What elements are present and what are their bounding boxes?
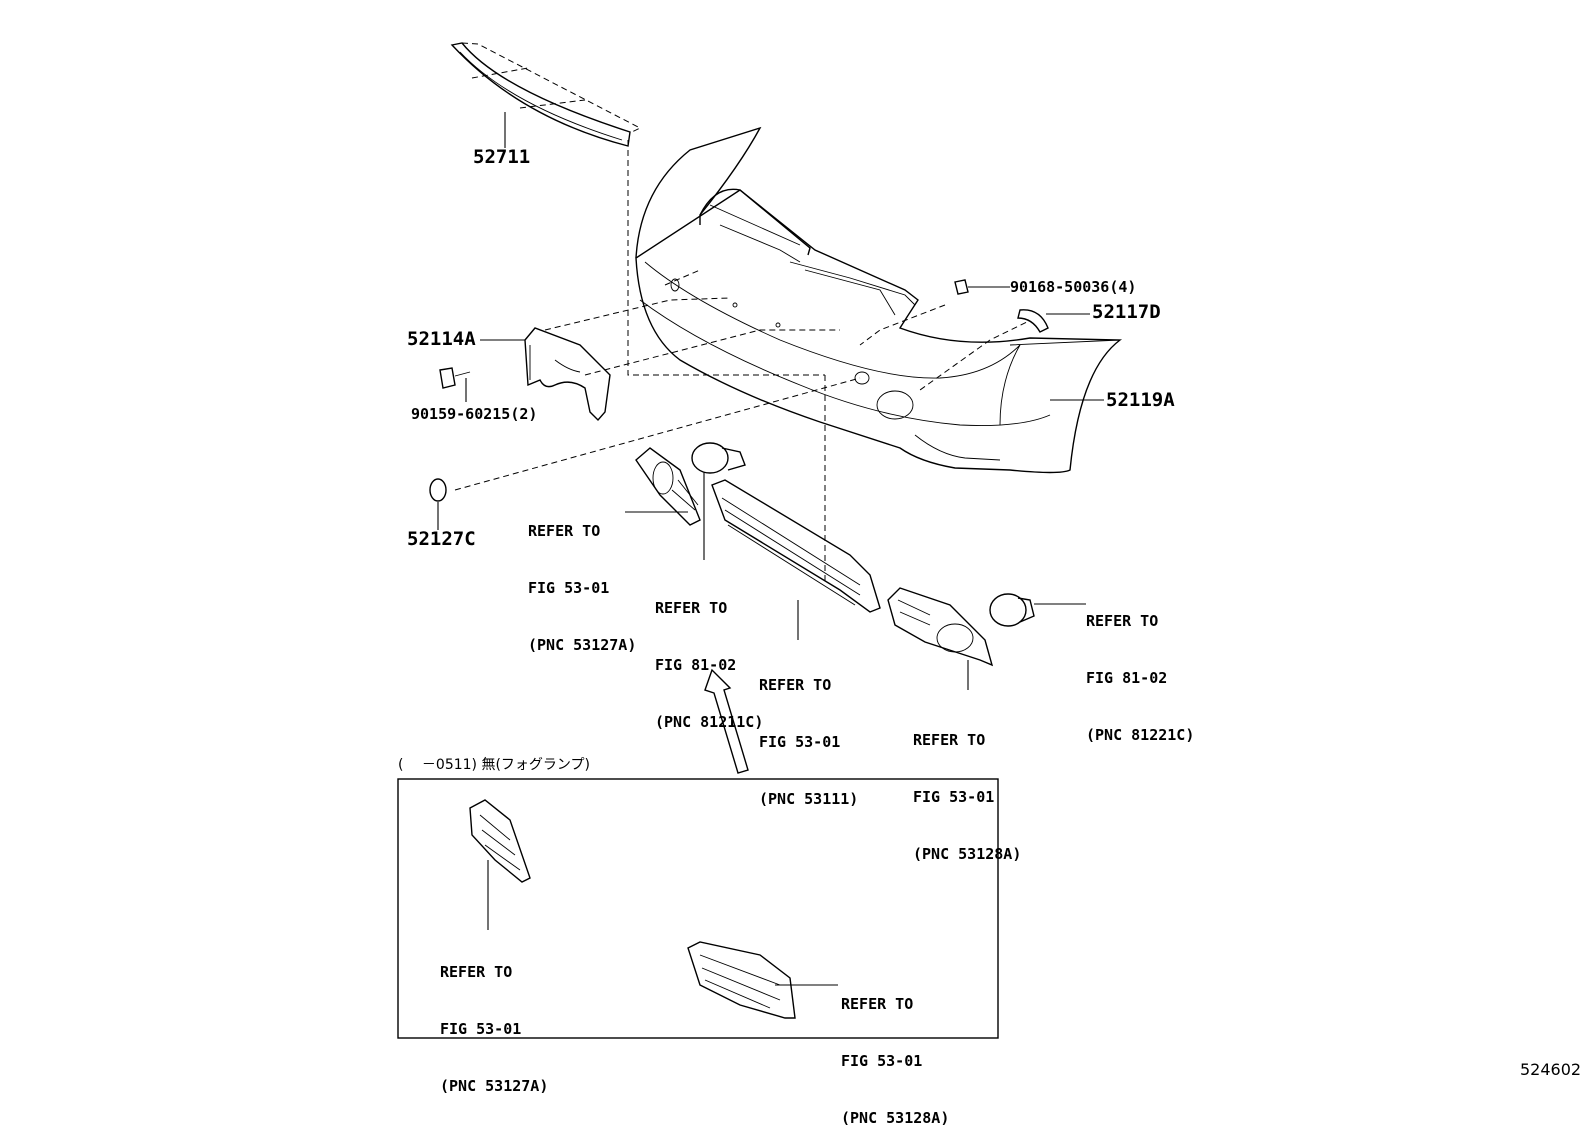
ref-line: (PNC 53127A) <box>440 1077 549 1095</box>
ref-line: (PNC 53128A) <box>841 1109 950 1127</box>
ref-fog-lamp-right: REFER TO FIG 81-02 (PNC 81221C) <box>1086 574 1194 764</box>
inset-ref-left: REFER TO FIG 53-01 (PNC 53127A) <box>440 925 548 1115</box>
retainer-bolt-part <box>954 279 1010 295</box>
fog-lamp-left-part <box>691 442 746 560</box>
part-label-52119a: 52119A <box>1106 389 1175 411</box>
fog-cover-right-part <box>887 587 994 690</box>
bracket-52114a-part <box>480 327 611 422</box>
inset-ref-right: REFER TO FIG 53-01 (PNC 53128A) <box>841 957 949 1147</box>
ref-line: (PNC 53127A) <box>528 636 637 654</box>
lower-grille-part <box>711 479 881 640</box>
ref-line: REFER TO <box>841 995 914 1013</box>
figure-id: 524602 <box>1520 1060 1582 1079</box>
part-label-52127c: 52127C <box>407 528 476 550</box>
ref-line: FIG 53-01 <box>528 579 610 597</box>
inset-title: ( －0511) 無(フォグランプ) <box>398 757 590 773</box>
screw-part <box>439 367 471 402</box>
ref-line: (PNC 53128A) <box>913 845 1022 863</box>
bumper-exploded-diagram <box>397 42 1123 1039</box>
bumper-cover-part <box>635 126 1123 474</box>
fog-cover-left-part <box>625 447 701 526</box>
inset-box <box>397 778 999 1039</box>
cap-part <box>429 478 447 530</box>
ref-fog-cover-right: REFER TO FIG 53-01 (PNC 53128A) <box>913 693 1021 883</box>
cover-52117d-part <box>1017 309 1090 333</box>
part-label-52114a: 52114A <box>407 328 476 350</box>
ref-line: REFER TO <box>913 731 986 749</box>
ref-fog-lamp-left: REFER TO FIG 81-02 (PNC 81211C) <box>655 561 763 751</box>
part-label-90168-50036: 90168-50036(4) <box>1010 278 1137 296</box>
ref-line: REFER TO <box>528 522 601 540</box>
alignment-lines <box>454 140 1036 585</box>
ref-line: REFER TO <box>440 963 513 981</box>
ref-line: (PNC 53111) <box>759 790 859 808</box>
ref-line: FIG 81-02 <box>655 656 737 674</box>
ref-line: FIG 53-01 <box>440 1020 522 1038</box>
direction-arrow <box>704 668 749 774</box>
ref-fog-cover-left: REFER TO FIG 53-01 (PNC 53127A) <box>528 484 636 674</box>
part-label-52117d: 52117D <box>1092 301 1161 323</box>
fog-lamp-right-part <box>989 593 1086 627</box>
ref-line: (PNC 81211C) <box>655 713 764 731</box>
ref-line: REFER TO <box>655 599 728 617</box>
ref-line: FIG 81-02 <box>1086 669 1168 687</box>
ref-line: (PNC 81221C) <box>1086 726 1195 744</box>
ref-lower-grille: REFER TO FIG 53-01 (PNC 53111) <box>759 638 858 828</box>
ref-line: FIG 53-01 <box>913 788 995 806</box>
part-label-90159-60215: 90159-60215(2) <box>411 405 538 423</box>
ref-line: REFER TO <box>759 676 832 694</box>
ref-line: REFER TO <box>1086 612 1159 630</box>
part-label-52711: 52711 <box>473 146 531 168</box>
ref-line: FIG 53-01 <box>841 1052 923 1070</box>
ref-line: FIG 53-01 <box>759 733 841 751</box>
upper-molding-part <box>450 42 642 148</box>
